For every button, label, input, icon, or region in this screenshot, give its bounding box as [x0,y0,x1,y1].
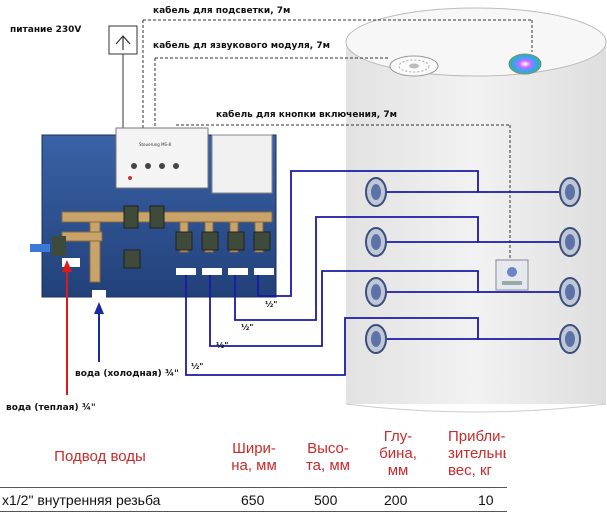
pipe-size-label: ½" [265,300,278,309]
table-divider [0,511,507,512]
start-button-icon [495,259,529,291]
warm-water-arrow [62,260,72,395]
table-header-height: Высо- та, мм [305,440,350,474]
cold-water-arrow [94,302,104,362]
inlet-valve-icon [30,236,66,256]
table-header-width: Шири- на, мм [231,440,277,474]
cold-water-label: вода (холодная) ¾" [75,369,179,379]
table-header-depth: Глу- бина, мм [379,428,417,479]
power-switch-box [108,25,138,140]
power-label: питание 230V [10,25,82,35]
blue-pipes [185,170,560,376]
tank [345,7,607,413]
table-cell-weight: 10 [478,492,494,508]
sound-cable-label: кабель дл язвукового модуля, 7м [153,41,330,51]
nozzles [365,177,581,354]
table-header-weight: Прибли- зительный вес, кг [448,428,506,479]
sound-module-icon [389,55,439,77]
pipe-size-label: ½" [216,341,229,350]
pipe-size-label: ½" [191,362,204,371]
controller-label: Steuerung MS-8 [139,142,172,147]
table-cell-height: 500 [314,492,338,508]
table-cell-width: 650 [241,492,265,508]
cable-lines [142,19,533,262]
table-header-supply: Подвод воды [54,448,146,465]
light-lamp-icon [508,53,542,75]
table-cell-supply: x1/2" внутренняя резьба [2,492,161,508]
pipe-size-label: ½" [241,323,254,332]
table-cell-depth: 200 [384,492,408,508]
solenoid-valves [123,205,271,269]
table-divider [0,487,507,488]
light-cable-label: кабель для подсветки, 7м [153,6,291,16]
button-cable-label: кабель для кнопки включения, 7м [216,110,397,120]
outlet-labels [62,258,274,299]
warm-water-label: вода (теплая) ¾" [6,403,96,413]
